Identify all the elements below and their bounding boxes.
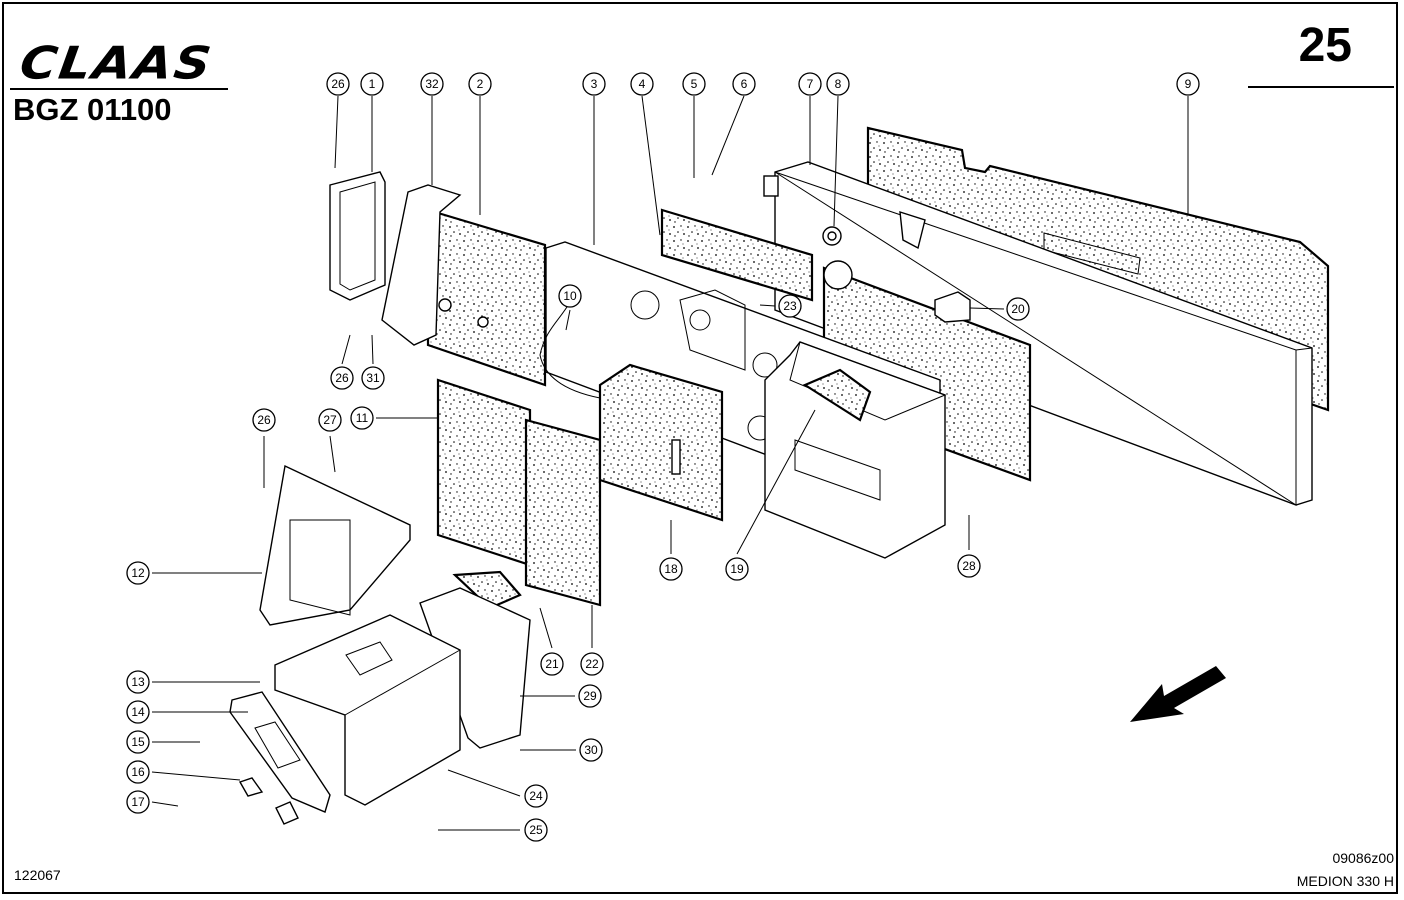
part-20-bracket xyxy=(934,291,971,323)
callout-label: 19 xyxy=(730,562,744,576)
part-16-hinges xyxy=(238,777,299,825)
callout-label: 4 xyxy=(639,77,646,91)
callout: 23 xyxy=(778,294,802,318)
callout-label: 17 xyxy=(131,795,145,809)
callout: 21 xyxy=(540,652,564,676)
header-rule-right xyxy=(1248,86,1394,88)
drawing-number: 09086z00 xyxy=(1332,850,1394,866)
callout: 12 xyxy=(126,561,150,585)
figure-id: 122067 xyxy=(14,867,61,883)
callout-label: 2 xyxy=(477,77,484,91)
callout: 24 xyxy=(524,784,548,808)
callout-label: 26 xyxy=(257,413,271,427)
callout-label: 16 xyxy=(131,765,145,779)
callout-label: 1 xyxy=(369,77,376,91)
callout-label: 10 xyxy=(563,289,577,303)
callout: 26 xyxy=(326,72,350,96)
part-11-foam-block xyxy=(436,378,532,567)
callout-label: 28 xyxy=(962,559,976,573)
callout: 1 xyxy=(360,72,384,96)
callout: 20 xyxy=(1006,297,1030,321)
callout: 8 xyxy=(826,72,850,96)
part-10-cable-loop xyxy=(539,301,601,399)
callout-label: 8 xyxy=(835,77,842,91)
callout: 7 xyxy=(798,72,822,96)
part-8-grommet xyxy=(822,226,842,246)
callout: 27 xyxy=(318,408,342,432)
callout-label: 13 xyxy=(131,675,145,689)
callout-label: 7 xyxy=(807,77,814,91)
callout-label: 11 xyxy=(356,411,369,425)
part-24-base-box xyxy=(274,614,461,806)
callout: 19 xyxy=(725,557,749,581)
callout: 22 xyxy=(580,652,604,676)
callout: 13 xyxy=(126,670,150,694)
callout: 25 xyxy=(524,818,548,842)
callout: 18 xyxy=(659,557,683,581)
callout: 26 xyxy=(252,408,276,432)
part-1-window-gasket xyxy=(329,171,386,301)
callout: 26 xyxy=(330,366,354,390)
page-number: 25 xyxy=(1298,19,1352,72)
callout-label: 15 xyxy=(131,735,145,749)
callout: 14 xyxy=(126,700,150,724)
callout: 16 xyxy=(126,760,150,784)
callout-label: 23 xyxy=(783,299,797,313)
callout-label: 9 xyxy=(1185,77,1192,91)
callout: 11 xyxy=(350,406,374,430)
callout-label: 27 xyxy=(323,413,337,427)
callout-label: 3 xyxy=(591,77,598,91)
callout-label: 20 xyxy=(1011,302,1025,316)
callout: 32 xyxy=(420,72,444,96)
model-name: MEDION 330 H xyxy=(1296,873,1394,889)
arrow-down-left-icon xyxy=(1130,666,1226,722)
callout-label: 12 xyxy=(131,566,145,580)
part-22-foam-block xyxy=(524,418,602,607)
callout-label: 21 xyxy=(545,657,559,671)
leader-lines xyxy=(151,95,1189,831)
callout-label: 18 xyxy=(664,562,678,576)
callout: 17 xyxy=(126,790,150,814)
callout-label: 26 xyxy=(331,77,345,91)
callout: 15 xyxy=(126,730,150,754)
callout: 5 xyxy=(682,72,706,96)
callout: 4 xyxy=(630,72,654,96)
callout: 9 xyxy=(1176,72,1200,96)
callout: 31 xyxy=(361,366,385,390)
part-2-foam-panel-left xyxy=(426,208,547,387)
callout: 28 xyxy=(957,554,981,578)
callout: 2 xyxy=(468,72,492,96)
header-rule-left xyxy=(10,88,228,90)
callout-label: 14 xyxy=(131,705,145,719)
document-code: BGZ 01100 xyxy=(13,92,172,127)
callout-label: 29 xyxy=(583,689,597,703)
callout-label: 22 xyxy=(585,657,599,671)
part-7-rear-cover-plate xyxy=(763,161,1313,506)
part-14-mounting-plate xyxy=(229,691,331,813)
callout: 30 xyxy=(579,738,603,762)
callout-label: 30 xyxy=(584,743,598,757)
callout-label: 25 xyxy=(529,823,543,837)
callout-label: 32 xyxy=(425,77,439,91)
callout: 29 xyxy=(578,684,602,708)
callout-label: 24 xyxy=(529,789,543,803)
callout: 3 xyxy=(582,72,606,96)
part-29-housing xyxy=(419,587,531,749)
callout-label: 5 xyxy=(691,77,698,91)
callout-label: 6 xyxy=(741,77,748,91)
callout-label: 26 xyxy=(335,371,349,385)
part-12-side-cover xyxy=(259,464,411,626)
callout: 10 xyxy=(558,284,582,308)
part-18-foam-pad xyxy=(598,363,724,522)
callout: 6 xyxy=(732,72,756,96)
part-32-side-plate xyxy=(381,184,462,346)
callout-label: 31 xyxy=(366,371,380,385)
part-4-foam-strip xyxy=(660,208,814,302)
part-19-cover-box xyxy=(764,341,947,559)
